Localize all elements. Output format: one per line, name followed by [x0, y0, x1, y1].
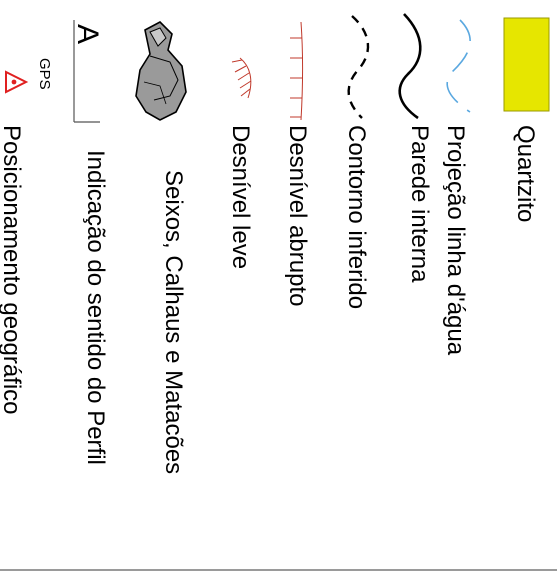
- profile-direction-arrow-icon: A: [71, 20, 104, 122]
- gps-positioning-label: Posicionamento geográfico: [0, 125, 25, 415]
- quartzito-swatch: [504, 18, 549, 111]
- water-line-projection-label: Projeção linha d'água: [442, 125, 469, 356]
- bottom-divider: [0, 569, 557, 571]
- inner-wall-symbol: [400, 14, 421, 118]
- gentle-drop-symbol: [232, 58, 251, 98]
- profile-direction-label: Indicação do sentido do Perfil: [82, 150, 109, 465]
- water-line-projection-symbol: [447, 20, 470, 112]
- profile-arrow-letter: A: [71, 24, 104, 44]
- inner-wall-label: Parede interna: [406, 125, 433, 283]
- gentle-drop-label: Desnível leve: [227, 125, 254, 269]
- boulders-icon: [136, 22, 186, 120]
- gps-label: GPS: [36, 58, 53, 90]
- inferred-contour-label: Contorno inferido: [343, 125, 370, 309]
- abrupt-drop-symbol: [290, 22, 303, 120]
- abrupt-drop-label: Desnível abrupto: [284, 125, 311, 306]
- boulders-label: Seixos, Calhaus e Matacões: [160, 170, 187, 474]
- quartzito-label: Quartzito: [512, 125, 539, 222]
- inferred-contour-symbol: [349, 16, 368, 118]
- gps-point-icon: GPS: [6, 58, 53, 92]
